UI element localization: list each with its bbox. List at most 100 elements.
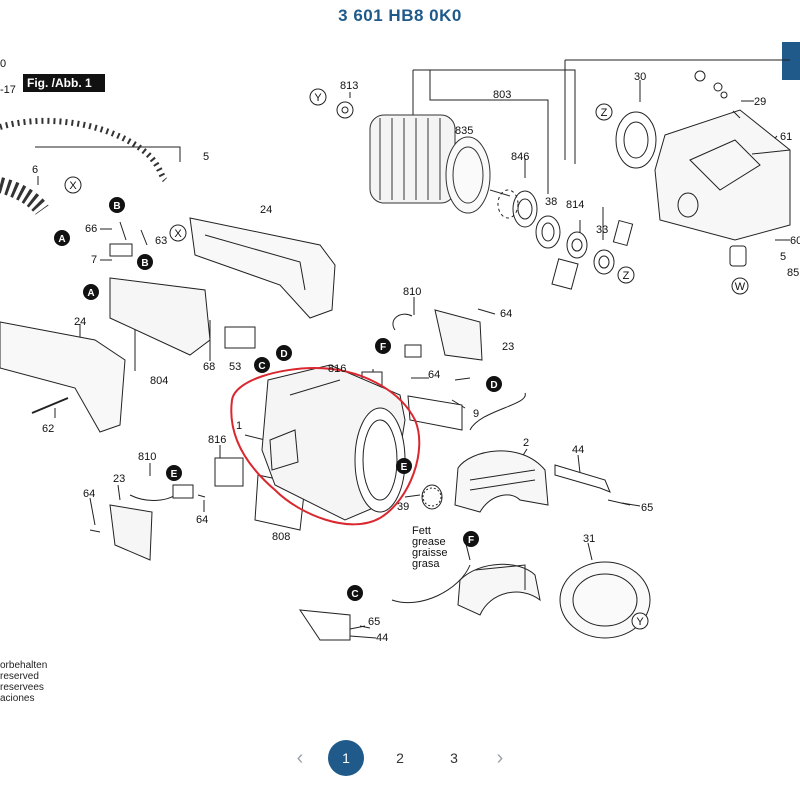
exploded-parts-diagram: Fig. /Abb. 1 0 -17 813 803 835 846 38 81…	[0, 40, 800, 730]
part-number-label: 835	[455, 125, 473, 137]
part-number-label: 39	[397, 501, 409, 513]
part-number-label: 7	[91, 254, 97, 266]
highlight-outline	[230, 366, 421, 526]
marker-label: C	[351, 589, 358, 600]
part-number-label: 814	[566, 199, 584, 211]
marker-a-dot	[54, 230, 70, 246]
marker-c-dot	[254, 357, 270, 373]
grease-note-line: grasa	[412, 558, 440, 570]
marker-d-dot	[486, 376, 502, 392]
marker-f-dot	[375, 338, 391, 354]
grease-note-line: graisse	[412, 547, 447, 559]
part-number-label: 5	[780, 251, 786, 263]
marker-label: E	[171, 469, 178, 480]
disclaimer-line: reservees	[0, 682, 44, 693]
part-number-label: 1	[236, 420, 242, 432]
part-number-label: 816	[328, 363, 346, 375]
part-number-label: 62	[42, 423, 54, 435]
part-number-label: 813	[340, 80, 358, 92]
part-number-label: 2	[523, 437, 529, 449]
part-number-label: 64	[196, 514, 208, 526]
part-number-label: 61	[780, 131, 792, 143]
marker-label: E	[401, 462, 408, 473]
marker-b-dot	[137, 254, 153, 270]
part-number-label: 5	[203, 151, 209, 163]
marker-label: D	[490, 380, 497, 391]
part-number-label: 804	[150, 375, 168, 387]
chevron-left-icon[interactable]: ‹	[296, 746, 304, 769]
marker-label: W	[735, 281, 746, 293]
part-number-label: 44	[572, 444, 584, 456]
side-tab[interactable]	[782, 42, 800, 80]
page-2-button[interactable]: 2	[396, 750, 404, 766]
marker-w-circle	[731, 277, 749, 295]
marker-label: B	[113, 201, 120, 212]
disclaimer: orbehalten reserved reservees aciones	[0, 660, 47, 704]
part-number-label: 816	[208, 434, 226, 446]
marker-label: Z	[623, 270, 630, 282]
marker-label: A	[58, 234, 65, 245]
part-number-label: 846	[511, 151, 529, 163]
marker-y-circle	[631, 612, 649, 630]
part-number-label: 810	[403, 286, 421, 298]
part-number-label: 803	[493, 89, 511, 101]
part-number-label: 64	[428, 369, 440, 381]
marker-label: F	[380, 342, 386, 353]
disclaimer-line: aciones	[0, 693, 35, 704]
page-1-button[interactable]: 1	[328, 740, 364, 776]
part-number-label: 68	[203, 361, 215, 373]
grease-note-line: grease	[412, 536, 446, 548]
part-number-label: 65	[641, 502, 653, 514]
grease-note-line: Fett	[412, 525, 431, 537]
part-number-label: 810	[138, 451, 156, 463]
marker-label: A	[87, 288, 94, 299]
part-number-label: 9	[473, 408, 479, 420]
part-number-label: 38	[545, 196, 557, 208]
part-number-label: 31	[583, 533, 595, 545]
part-number-label: 64	[500, 308, 512, 320]
part-number-label: 33	[596, 224, 608, 236]
pagination: ‹ 1 2 3 ›	[0, 738, 800, 778]
marker-label: Y	[636, 616, 644, 628]
part-number-label: 60	[790, 235, 800, 247]
page-title: 3 601 HB8 0K0	[338, 6, 462, 25]
part-number-label: 24	[74, 316, 86, 328]
part-number-label: 65	[368, 616, 380, 628]
part-number-label: 6	[32, 164, 38, 176]
edge-fragment: 0	[0, 58, 6, 70]
edge-fragment: -17	[0, 84, 16, 96]
page-3-button[interactable]: 3	[450, 750, 458, 766]
part-number-label: 23	[502, 341, 514, 353]
marker-label: X	[69, 180, 77, 192]
disclaimer-line: reserved	[0, 671, 39, 682]
marker-f-dot	[463, 531, 479, 547]
part-number-label: 44	[376, 632, 388, 644]
part-number-label: 29	[754, 96, 766, 108]
marker-label: F	[468, 535, 474, 546]
marker-z-circle	[595, 103, 613, 121]
part-number-label: 53	[229, 361, 241, 373]
marker-x-circle	[169, 224, 187, 242]
marker-e-dot	[396, 458, 412, 474]
marker-a-dot	[83, 284, 99, 300]
part-number-label: 64	[83, 488, 95, 500]
marker-label: C	[258, 361, 265, 372]
marker-label: B	[141, 258, 148, 269]
marker-y-circle	[309, 88, 327, 106]
marker-z-circle	[617, 266, 635, 284]
part-number-label: 23	[113, 473, 125, 485]
marker-label: D	[280, 349, 287, 360]
part-number-label: 808	[272, 531, 290, 543]
figure-badge-label: Fig. /Abb. 1	[27, 76, 92, 90]
marker-label: X	[174, 228, 182, 240]
marker-b-dot	[109, 197, 125, 213]
part-number-label: 24	[260, 204, 272, 216]
marker-c-dot	[347, 585, 363, 601]
marker-label: Y	[314, 92, 322, 104]
part-number-label: 66	[85, 223, 97, 235]
part-number-label: 85	[787, 267, 799, 279]
marker-label: Z	[601, 107, 608, 119]
chevron-right-icon[interactable]: ›	[496, 746, 504, 769]
figure-badge: Fig. /Abb. 1	[23, 74, 105, 92]
marker-e-dot	[166, 465, 182, 481]
